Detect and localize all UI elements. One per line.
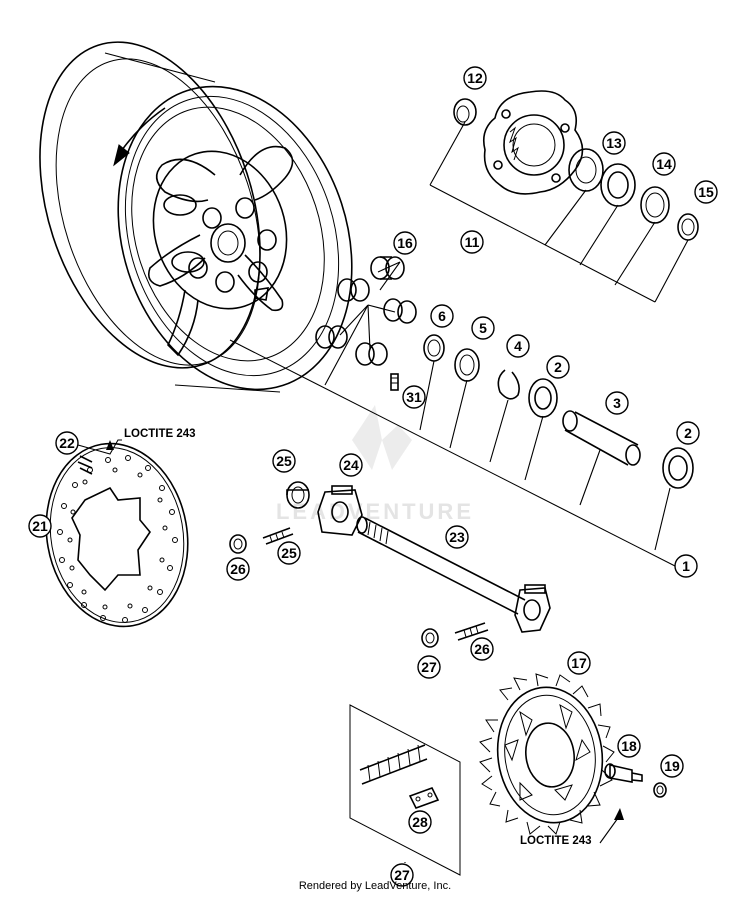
ring-15 [677,213,699,241]
bearing-2b [662,447,694,489]
callout-27: 27 [390,863,414,887]
sprocket-bolt-18 [604,763,643,783]
loctite-note-top: LOCTITE 243 [124,428,196,440]
svg-text:31: 31 [406,389,422,405]
svg-text:23: 23 [449,529,465,545]
chain-adjuster-23 [317,485,363,536]
callout-21: 22 [55,431,79,455]
svg-text:25: 25 [276,453,292,469]
rear-wheel [39,41,353,393]
svg-text:27: 27 [394,867,410,883]
callout-14: 14 [652,152,676,176]
brake-disc [45,442,189,628]
seal-12 [453,98,477,126]
callout-24: 25 [272,449,296,473]
callout-4: 4 [506,334,530,358]
callout-6: 6 [430,304,454,328]
loctite-note-bottom: LOCTITE 243 [520,835,592,847]
svg-text:1: 1 [682,558,690,574]
callout-5: 5 [471,316,495,340]
svg-text:27: 27 [421,659,437,675]
spacer-14 [640,186,670,224]
callout-25a: 25 [277,541,301,565]
callout-11: 11 [460,230,484,254]
callout-25b: 26 [470,637,494,661]
bearing-13 [568,148,604,192]
bearing-2a [528,378,558,418]
watermark: LEADVENTURE [276,405,474,524]
nut-19 [653,782,667,798]
svg-text:17: 17 [571,655,587,671]
svg-text:26: 26 [474,641,490,657]
valve-31 [390,373,399,391]
callout-16: 16 [393,231,417,255]
callout-13: 13 [602,131,626,155]
svg-text:18: 18 [621,738,637,754]
watermark-text: LEADVENTURE [276,499,474,524]
callout-20: 21 [28,514,52,538]
spacer-tube-3 [562,410,641,466]
svg-text:11: 11 [465,234,480,250]
screw-21 [77,455,93,475]
bearing-13b [600,163,636,207]
svg-text:16: 16 [397,235,413,251]
nut-26a [229,534,247,554]
callout-3: 3 [605,391,629,415]
svg-text:26: 26 [230,561,246,577]
callout-19: 19 [660,754,684,778]
bolt-25a [262,527,294,545]
callout-26b: 27 [417,655,441,679]
svg-text:6: 6 [438,308,446,324]
svg-text:19: 19 [664,758,680,774]
callout-28: 28 [408,810,432,834]
spacer-6 [423,334,445,362]
svg-text:24: 24 [343,457,359,473]
callout-23: 24 [339,453,363,477]
seal-5 [454,348,480,382]
svg-text:5: 5 [479,320,487,336]
sprocket-carrier [482,90,584,195]
nut-26b [421,628,439,648]
callout-17: 17 [567,651,591,675]
render-credit: Rendered by LeadVenture, Inc. [298,880,452,892]
svg-text:14: 14 [656,156,672,172]
callout-22: 23 [445,525,469,549]
circlip-4 [497,369,520,400]
damper-rubbers-16 [315,256,417,366]
svg-text:2: 2 [684,425,692,441]
bolt-25b [454,622,489,641]
callout-2a: 2 [546,355,570,379]
svg-text:2: 2 [554,359,562,375]
chain-box [349,704,461,876]
callout-18: 18 [617,734,641,758]
svg-text:22: 22 [59,435,75,451]
svg-text:21: 21 [32,518,48,534]
svg-text:3: 3 [613,395,621,411]
callout-26a: 26 [226,557,250,581]
svg-text:13: 13 [606,135,622,151]
rear-sprocket [479,673,615,835]
svg-text:12: 12 [467,70,483,86]
svg-text:4: 4 [514,338,522,354]
callout-12: 12 [463,66,487,90]
callout-2b: 2 [676,421,700,445]
nut-24 [286,481,310,509]
svg-text:15: 15 [698,184,714,200]
callout-15: 15 [694,180,718,204]
svg-text:28: 28 [412,814,428,830]
svg-text:25: 25 [281,545,297,561]
callout-31: 31 [402,385,426,409]
callout-1: 1 [674,554,698,578]
